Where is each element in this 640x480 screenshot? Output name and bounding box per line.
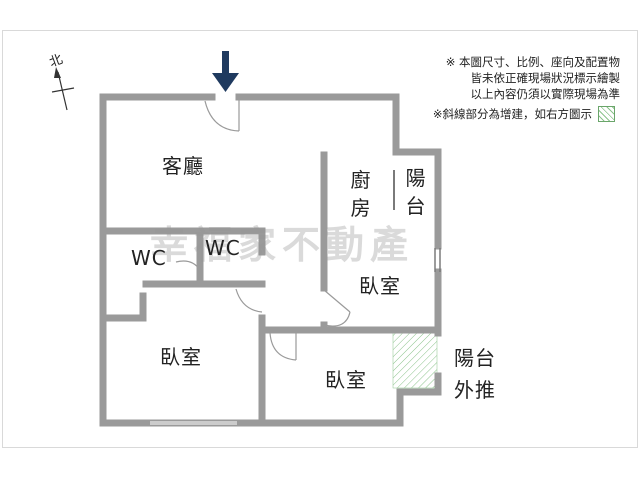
- room-bedroom-bottom-left: 臥室: [160, 345, 202, 369]
- room-living: 客廳: [162, 154, 204, 178]
- bedroom-door-leaf: [323, 289, 351, 313]
- room-bedroom-bottom-mid: 臥室: [325, 368, 367, 392]
- disclaimer-line-1: ※ 本圖尺寸、比例、座向及配置物: [445, 55, 620, 69]
- entrance-arrow-icon: [212, 51, 239, 92]
- hatch-legend-swatch: [598, 106, 615, 122]
- room-balcony-out-1: 陽台: [454, 346, 496, 370]
- bedroom-door-arc: [323, 311, 351, 327]
- room-balcony-out-2: 外推: [454, 378, 496, 402]
- compass-icon: [51, 67, 75, 111]
- room-kitchen: 廚房: [350, 168, 372, 220]
- disclaimer-line-2: 皆未依正確現場狀況標示繪製: [470, 71, 621, 85]
- room-wc-left: WC: [131, 246, 167, 270]
- entry-door-arc: [204, 100, 240, 132]
- wc-left-door-arc: [175, 260, 201, 271]
- disclaimer-line-4: ※斜線部分為增建，如右方圖示: [432, 107, 592, 121]
- watermark: 幸福家不動產: [150, 223, 415, 267]
- door-swings: [175, 97, 351, 361]
- bedroom2-door-arc: [269, 332, 297, 361]
- room-balcony-top: 陽台: [405, 166, 427, 218]
- room-bedroom-right: 臥室: [359, 274, 401, 298]
- added-balcony-hatch: [392, 332, 438, 389]
- room-wc-right: WC: [205, 236, 241, 260]
- walls: [99, 93, 442, 427]
- disclaimer-line-3: 以上內容仍須以實際現場為準: [470, 87, 621, 101]
- wc-door-arc: [235, 288, 263, 313]
